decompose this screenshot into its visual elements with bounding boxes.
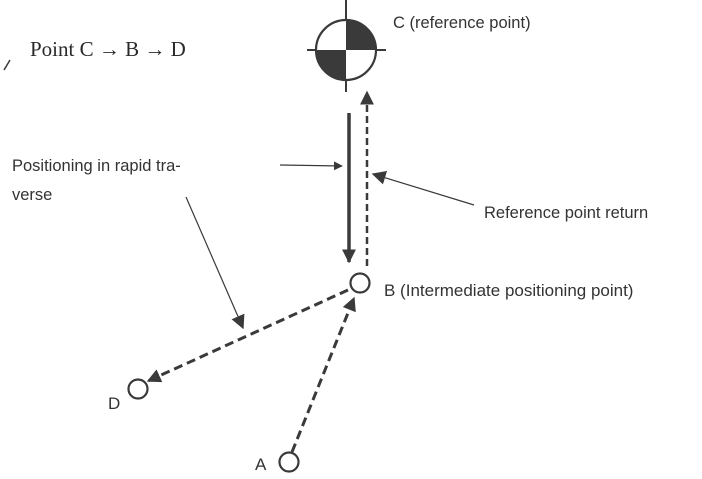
point-c-label: C (reference point) [393,14,531,32]
reference-return-label: Reference point return [484,204,648,222]
rapid-traverse-leader-to-d-path [185,196,245,330]
point-b-label: B (Intermediate positioning point) [384,281,633,300]
rapid-traverse-leader-to-c-path [279,161,343,171]
path-a-to-b [290,296,356,453]
point-d-label: D [108,394,120,413]
reference-return-leader [371,171,475,206]
rapid-traverse-label-line2: verse [12,186,52,204]
edge-tick-mark [3,59,11,71]
point-a-label: A [255,455,267,474]
sequence-label: Point C → B → D [30,37,186,61]
point-d-marker [127,378,149,400]
rapid-traverse-label-line1: Positioning in rapid tra- [12,157,181,175]
point-a-marker [278,451,300,473]
reference-point-c-symbol [307,0,386,92]
path-b-to-d [146,288,349,383]
point-b-marker [349,272,371,294]
